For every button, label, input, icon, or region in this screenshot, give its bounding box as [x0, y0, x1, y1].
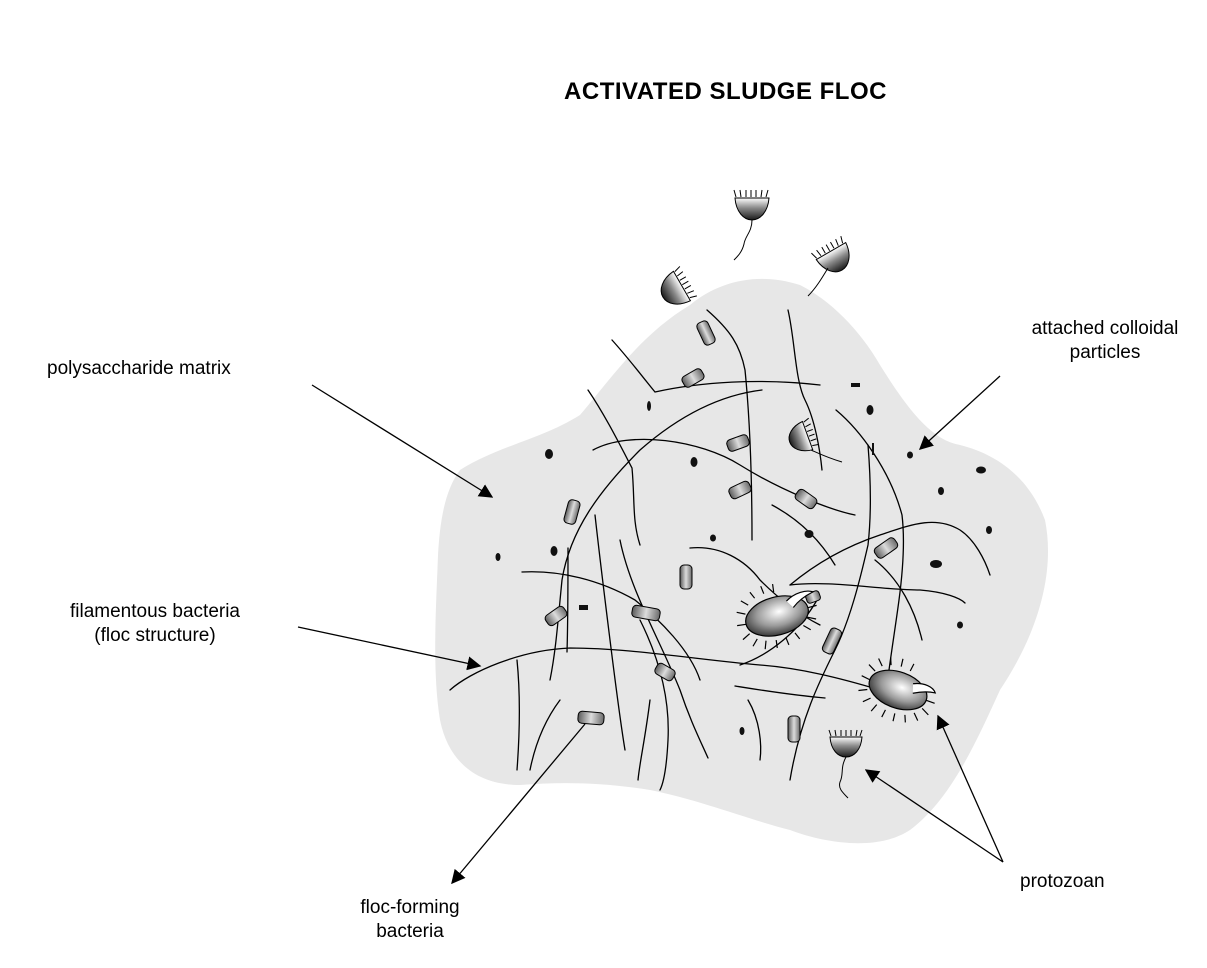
rod-bacterium — [631, 604, 661, 622]
filament — [747, 699, 762, 761]
rod-bacterium — [821, 627, 843, 655]
filament — [639, 619, 669, 791]
rod-bacterium — [544, 605, 568, 627]
colloidal-particle — [647, 401, 651, 411]
colloidal-particles-group — [495, 383, 992, 735]
label-line: filamentous bacteria — [69, 601, 241, 622]
label-line: particles — [1069, 342, 1141, 363]
ciliate-protozoan — [736, 583, 817, 650]
rod-bacterium — [654, 662, 676, 682]
rod-bacterium — [794, 488, 818, 510]
bell-protozoa-group — [660, 189, 863, 799]
diagram-title: ACTIVATED SLUDGE FLOC — [564, 78, 887, 105]
colloidal-particle — [930, 560, 942, 568]
floc-forming-bacteria-group — [544, 320, 899, 743]
rod-bacterium — [726, 434, 750, 452]
filament — [739, 599, 818, 666]
filament — [637, 699, 651, 781]
filamentous-bacteria-group — [449, 309, 991, 791]
label-line: floc-forming — [360, 897, 460, 918]
floc-body — [435, 278, 1048, 844]
rod-bacterium — [787, 715, 801, 743]
bell-protozoan — [811, 236, 850, 273]
rod-bacterium — [728, 480, 752, 500]
colloidal-particle — [550, 546, 558, 556]
colloidal-particle — [938, 487, 944, 495]
filament — [789, 521, 991, 586]
arrow-filamentous — [297, 626, 482, 671]
label-attached-colloidal-particles: attached colloidal particles — [980, 317, 1207, 365]
ciliate-protozoan — [858, 657, 937, 723]
colloidal-particle — [872, 443, 874, 455]
filament — [874, 559, 923, 641]
colloidal-particle — [866, 405, 874, 415]
colloidal-particle — [739, 727, 745, 735]
colloidal-particle — [545, 449, 553, 459]
rod-bacterium — [681, 368, 705, 388]
colloidal-particle — [690, 457, 698, 467]
colloidal-particle — [851, 383, 860, 387]
filament — [619, 539, 709, 759]
filament — [787, 309, 823, 471]
filament — [592, 438, 856, 516]
colloidal-particle — [579, 605, 588, 610]
label-protozoan: protozoan — [1020, 871, 1105, 892]
arrow-protozoan-1 — [936, 714, 1004, 863]
label-line: (floc structure) — [94, 625, 216, 646]
rod-bacterium — [696, 320, 716, 346]
colloidal-particle — [495, 553, 501, 561]
filament — [587, 389, 641, 546]
filament — [549, 389, 763, 681]
filament — [529, 699, 561, 771]
label-floc-forming-bacteria: floc-forming bacteria — [320, 896, 500, 944]
filament — [789, 582, 966, 604]
rod-bacterium — [873, 537, 899, 559]
bell-protozoan — [733, 189, 770, 261]
label-filamentous-bacteria: filamentous bacteria (floc structure) — [30, 600, 280, 648]
bell-protozoan — [660, 266, 697, 305]
bell-protozoan — [828, 729, 863, 799]
colloidal-particle — [986, 526, 992, 534]
filament — [706, 309, 753, 541]
filament — [516, 659, 520, 771]
arrow-protozoan-2 — [864, 769, 1004, 863]
label-polysaccharide-matrix: polysaccharide matrix — [47, 358, 231, 379]
bell-protozoan — [788, 417, 819, 452]
filament — [789, 444, 871, 781]
filament — [594, 514, 626, 751]
rod-bacterium — [563, 499, 581, 525]
filament — [734, 685, 826, 699]
leader-arrows — [297, 375, 1004, 885]
colloidal-particle — [957, 621, 963, 629]
colloidal-particle — [710, 534, 716, 542]
label-line: attached colloidal — [1031, 318, 1179, 339]
filament — [521, 571, 701, 681]
colloidal-particle — [804, 530, 814, 538]
filament — [566, 547, 569, 653]
arrow-floc-forming — [451, 723, 586, 885]
rod-bacterium — [679, 564, 693, 590]
filament — [835, 409, 905, 701]
arrow-matrix — [311, 384, 494, 498]
label-line: bacteria — [376, 921, 444, 942]
colloidal-particle — [976, 466, 986, 474]
filament — [611, 339, 821, 393]
rod-bacterium — [577, 710, 605, 726]
colloidal-particle — [907, 451, 913, 459]
ciliate-protozoa-group — [736, 583, 937, 723]
arrow-colloidal — [918, 375, 1001, 450]
